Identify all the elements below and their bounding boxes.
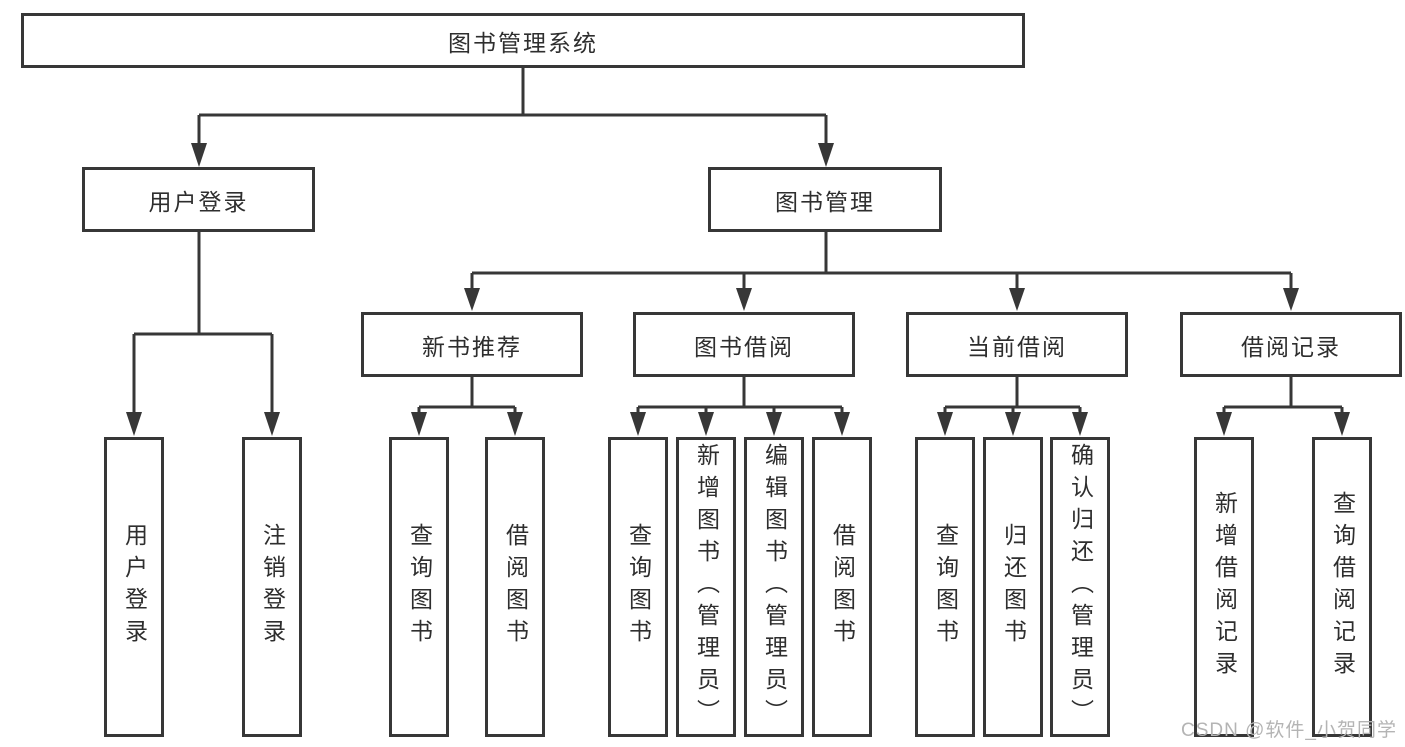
leaf-return-book: 归还图书 xyxy=(983,437,1043,737)
leaf-query-books-2-label: 查询图书 xyxy=(625,523,652,651)
leaf-user-login: 用户登录 xyxy=(104,437,164,737)
node-root-label: 图书管理系统 xyxy=(448,29,598,56)
node-current-borrow: 当前借阅 xyxy=(906,312,1128,377)
node-borrow-records-label: 借阅记录 xyxy=(1241,333,1341,360)
leaf-borrow-books-1-label: 借阅图书 xyxy=(502,523,529,651)
leaf-borrow-books-2: 借阅图书 xyxy=(812,437,872,737)
connector-userlogin-branch xyxy=(132,232,274,420)
node-root: 图书管理系统 xyxy=(21,13,1025,68)
csdn-watermark: CSDN @软件_小贺同学 xyxy=(1181,720,1397,741)
leaf-borrow-books-1: 借阅图书 xyxy=(485,437,545,737)
leaf-confirm-return-admin: 确认归还（管理员） xyxy=(1050,437,1110,737)
node-book-borrow: 图书借阅 xyxy=(633,312,855,377)
leaf-return-book-label: 归还图书 xyxy=(1000,523,1027,651)
leaf-query-borrow-record-label: 查询借阅记录 xyxy=(1329,491,1356,683)
leaf-logout-label: 注销登录 xyxy=(259,523,286,651)
leaf-add-book-admin: 新增图书（管理员） xyxy=(676,437,736,737)
node-book-borrow-label: 图书借阅 xyxy=(694,333,794,360)
connector-newbook-branch xyxy=(417,377,517,420)
connector-root-to-level2 xyxy=(197,68,828,150)
leaf-borrow-books-2-label: 借阅图书 xyxy=(829,523,856,651)
leaf-add-book-admin-label: 新增图书（管理员） xyxy=(693,443,720,731)
connector-bookmgmt-branch xyxy=(470,232,1293,296)
leaf-logout: 注销登录 xyxy=(242,437,302,737)
leaf-query-books-3: 查询图书 xyxy=(915,437,975,737)
connector-bookborrow-branch xyxy=(636,377,844,420)
node-new-book-recommend-label: 新书推荐 xyxy=(422,333,522,360)
connector-borrowrecord-branch xyxy=(1222,377,1344,420)
node-new-book-recommend: 新书推荐 xyxy=(361,312,583,377)
node-current-borrow-label: 当前借阅 xyxy=(967,333,1067,360)
leaf-query-books-3-label: 查询图书 xyxy=(932,523,959,651)
node-book-management-label: 图书管理 xyxy=(775,188,875,215)
leaf-query-borrow-record: 查询借阅记录 xyxy=(1312,437,1372,737)
leaf-query-books-1: 查询图书 xyxy=(389,437,449,737)
node-user-login-label: 用户登录 xyxy=(148,188,249,215)
leaf-add-borrow-record: 新增借阅记录 xyxy=(1194,437,1254,737)
leaf-query-books-2: 查询图书 xyxy=(608,437,668,737)
arrowheads xyxy=(126,143,1350,436)
leaf-edit-book-admin-label: 编辑图书（管理员） xyxy=(761,443,788,731)
leaf-edit-book-admin: 编辑图书（管理员） xyxy=(744,437,804,737)
leaf-user-login-label: 用户登录 xyxy=(121,523,148,651)
leaf-add-borrow-record-label: 新增借阅记录 xyxy=(1211,491,1238,683)
leaf-query-books-1-label: 查询图书 xyxy=(406,523,433,651)
leaf-confirm-return-admin-label: 确认归还（管理员） xyxy=(1067,443,1094,731)
node-book-management: 图书管理 xyxy=(708,167,942,232)
node-user-login: 用户登录 xyxy=(82,167,315,232)
node-borrow-records: 借阅记录 xyxy=(1180,312,1402,377)
